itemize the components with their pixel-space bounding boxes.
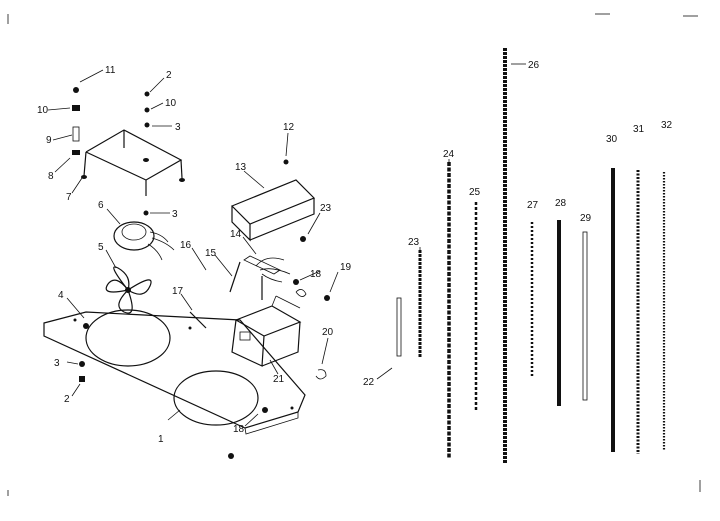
control-box-cover: [230, 179, 316, 242]
callout-28: 28: [555, 198, 567, 209]
switch-assembly: [229, 255, 327, 380]
callout-23: 23: [408, 237, 420, 248]
frame-marks: [7, 13, 701, 496]
callout-7: 7: [66, 192, 72, 203]
callout-14: 14: [230, 229, 242, 240]
callout-11: 11: [105, 65, 116, 76]
callout-19: 19: [340, 262, 352, 273]
callout-4: 4: [58, 290, 64, 301]
callout-10: 10: [165, 98, 177, 109]
fasteners: [72, 87, 330, 459]
callout-6: 6: [98, 200, 104, 211]
callout-13: 13: [235, 162, 247, 173]
callout-3: 3: [172, 209, 178, 220]
fan-motor: [113, 221, 175, 261]
callout-10: 10: [37, 105, 49, 116]
callout-22: 22: [363, 377, 375, 388]
callout-18: 18: [233, 424, 245, 435]
callout-3: 3: [54, 358, 60, 369]
callout-1: 1: [158, 434, 164, 445]
screw: [189, 311, 207, 329]
callout-25: 25: [469, 187, 481, 198]
callout-5: 5: [98, 242, 104, 253]
callout-3: 3: [175, 122, 181, 133]
control-bracket: [231, 295, 302, 367]
callout-21: 21: [273, 374, 285, 385]
callout-26: 26: [528, 60, 540, 71]
callout-29: 29: [580, 213, 592, 224]
callout-32: 32: [661, 120, 673, 131]
callout-15: 15: [205, 248, 217, 259]
leader-lines: [47, 69, 393, 427]
callout-8: 8: [48, 171, 54, 182]
callout-2: 2: [64, 394, 70, 405]
base-plate: [43, 309, 306, 435]
callout-23: 23: [320, 203, 332, 214]
callout-30: 30: [606, 134, 618, 145]
rod-leaders: [419, 63, 526, 252]
callout-12: 12: [283, 122, 295, 133]
fan-blade: [105, 266, 152, 314]
callout-20: 20: [322, 327, 334, 338]
callout-9: 9: [46, 135, 52, 146]
callout-31: 31: [633, 124, 645, 135]
callout-labels: 11 2 10 3 10 9 8 7 6 3 5 4 3 2 1 12 13 2…: [37, 60, 673, 445]
motor-bracket: [81, 129, 185, 196]
callout-17: 17: [172, 286, 184, 297]
callout-27: 27: [527, 200, 539, 211]
callout-18: 18: [310, 269, 322, 280]
callout-2: 2: [166, 70, 172, 81]
callout-24: 24: [443, 149, 455, 160]
rods: [396, 48, 666, 464]
callout-16: 16: [180, 240, 192, 251]
